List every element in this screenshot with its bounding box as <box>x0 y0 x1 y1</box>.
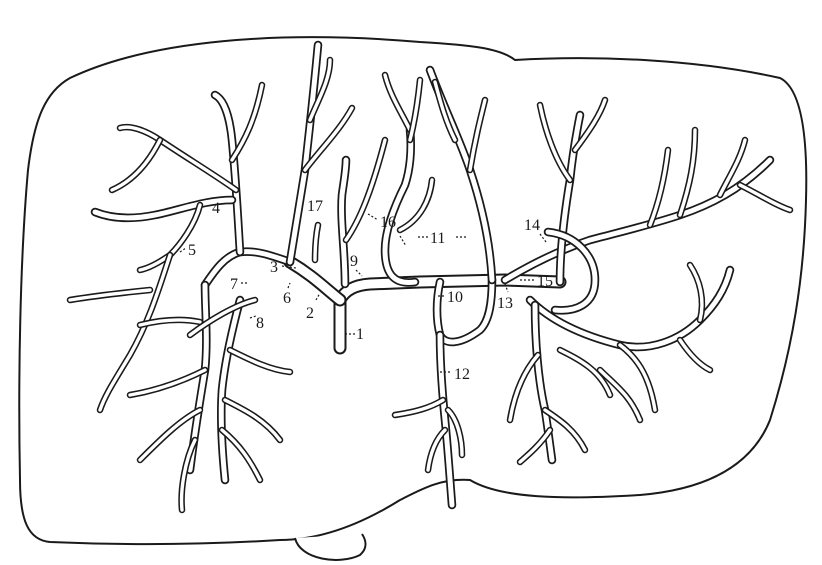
bottom-lobe <box>295 534 366 560</box>
label-10: 10 <box>447 289 463 306</box>
label-9: 9 <box>350 253 358 270</box>
label-7: 7 <box>230 276 238 293</box>
label-5: 5 <box>188 242 196 259</box>
label-6: 6 <box>283 290 291 307</box>
label-16: 16 <box>380 214 396 231</box>
label-3: 3 <box>270 259 278 276</box>
label-13: 13 <box>497 295 513 312</box>
label-14: 14 <box>524 217 540 234</box>
label-1: 1 <box>356 326 364 343</box>
label-11: 11 <box>430 230 445 247</box>
label-2: 2 <box>306 305 314 322</box>
label-8: 8 <box>256 315 264 332</box>
label-12: 12 <box>454 366 470 383</box>
label-17: 17 <box>307 198 323 215</box>
label-4: 4 <box>212 200 220 217</box>
label-15: 15 <box>537 273 553 290</box>
